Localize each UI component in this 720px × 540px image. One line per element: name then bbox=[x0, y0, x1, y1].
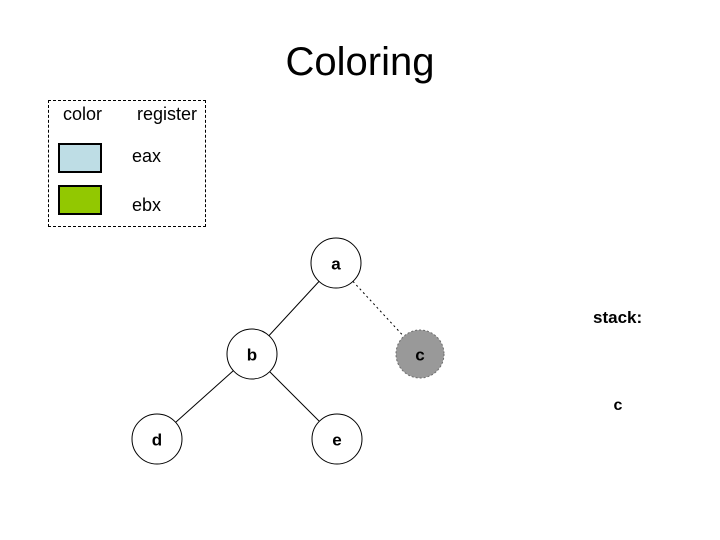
stack-label: stack: bbox=[593, 308, 643, 327]
node-d bbox=[131, 413, 183, 465]
legend-header-register: register bbox=[137, 104, 198, 124]
register-label-ebx: ebx bbox=[132, 195, 162, 215]
node-c bbox=[395, 329, 445, 379]
color-swatch-eax bbox=[58, 143, 102, 173]
node-label-c: c bbox=[415, 346, 424, 365]
color-swatch-ebx bbox=[58, 185, 102, 215]
node-label-e: e bbox=[332, 431, 341, 450]
node-label-b: b bbox=[247, 346, 257, 365]
node-label-d: d bbox=[152, 431, 162, 450]
stack-item-c: c bbox=[613, 397, 623, 414]
node-label-a: a bbox=[331, 255, 341, 274]
node-a bbox=[310, 237, 362, 289]
legend-header-color: color bbox=[63, 104, 103, 124]
register-label-eax: eax bbox=[132, 146, 162, 166]
node-b bbox=[226, 328, 278, 380]
node-e bbox=[311, 413, 363, 465]
slide-title: Coloring bbox=[285, 40, 435, 84]
color-register-legend: color register eax ebx bbox=[48, 100, 206, 227]
